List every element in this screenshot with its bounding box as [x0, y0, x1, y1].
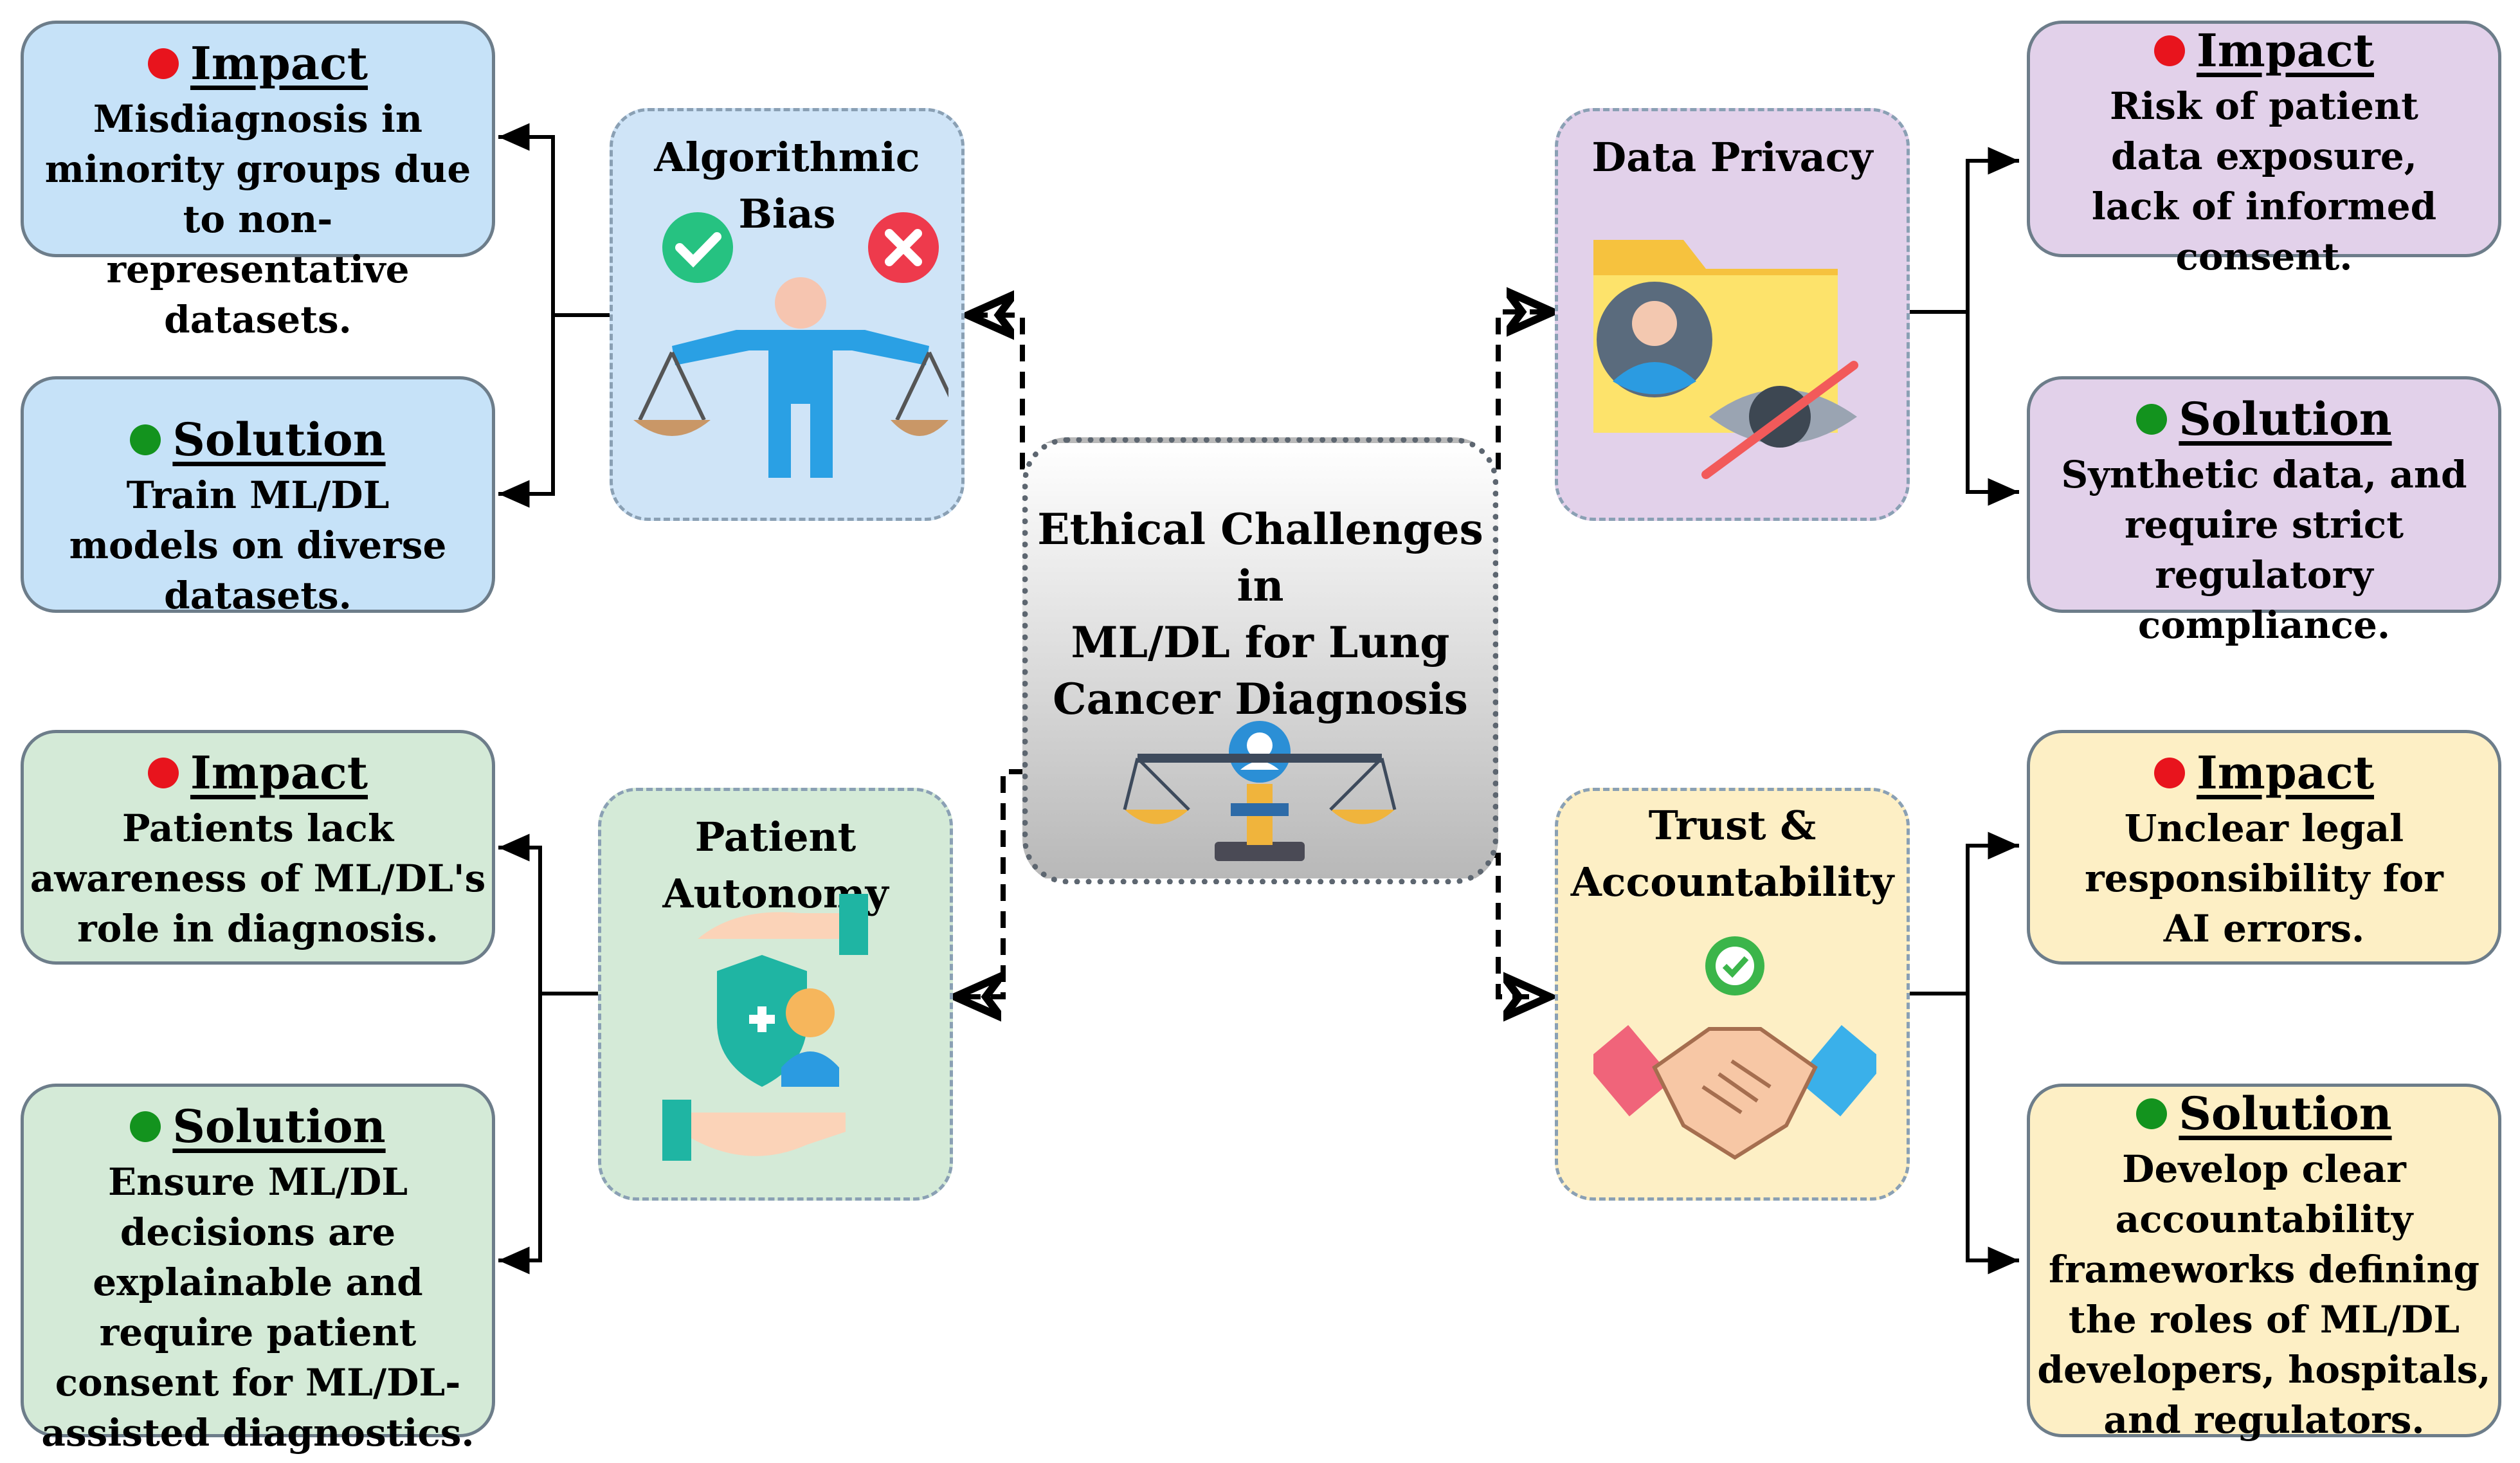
autonomy-solution-box: Solution Ensure ML/DL decisions are expl… — [21, 1084, 495, 1455]
solution-label: Solution — [2179, 392, 2392, 446]
central-topic-node: Ethical Challenges in ML/DL for Lung Can… — [1022, 437, 1498, 884]
algorithmic-bias-node: Algorithmic Bias — [610, 108, 965, 521]
privacy-solution-box: Solution Synthetic data, and require str… — [2027, 376, 2501, 647]
solution-label: Solution — [172, 413, 386, 466]
impact-label: Impact — [190, 37, 368, 90]
dashed-arrow-privacy — [1496, 312, 1553, 469]
autonomy-impact-box: Impact Patients lack awareness of ML/DL'… — [21, 730, 495, 965]
solution-dot-icon — [130, 1111, 161, 1142]
solution-dot-icon — [2136, 403, 2168, 435]
impact-dot-icon — [147, 757, 179, 788]
bias-impact-text: Misdiagnosis in minority groups due to n… — [44, 97, 471, 341]
trust-solution-text: Develop clear accountability frameworks … — [2037, 1147, 2491, 1442]
dashed-arrow-bias — [968, 315, 1025, 469]
trust-accountability-node: Trust & Accountability — [1555, 788, 1910, 1201]
trust-accountability-title: Trust & Accountability — [1570, 802, 1894, 905]
folder-user-icon — [1593, 240, 1858, 479]
impact-label: Impact — [2196, 746, 2375, 799]
handshake-icon — [1593, 936, 1876, 1160]
solution-dot-icon — [2136, 1098, 2168, 1129]
impact-dot-icon — [2153, 757, 2185, 788]
data-privacy-title: Data Privacy — [1591, 134, 1873, 181]
patient-autonomy-node: Patient Autonomy — [598, 788, 953, 1201]
dashed-arrow-autonomy — [955, 769, 1026, 997]
dashed-arrow-trust — [1492, 853, 1550, 997]
central-topic-title: Ethical Challenges in ML/DL for Lung Can… — [1037, 504, 1483, 724]
trust-solution-box: Solution Develop clear accountability fr… — [2027, 1084, 2501, 1442]
trust-impact-box: Impact Unclear legal responsibility for … — [2027, 730, 2501, 965]
privacy-impact-box: Impact Risk of patient data exposure, la… — [2027, 21, 2501, 278]
privacy-solution-text: Synthetic data, and require strict regul… — [2061, 453, 2467, 647]
autonomy-solution-text: Ensure ML/DL decisions are explainable a… — [41, 1160, 475, 1455]
algorithmic-bias-title: Algorithmic Bias — [654, 134, 920, 237]
scales-person-icon — [633, 212, 948, 478]
impact-label: Impact — [190, 746, 368, 799]
shield-person-icon — [662, 894, 868, 1161]
solution-label: Solution — [172, 1100, 386, 1153]
solution-label: Solution — [2179, 1087, 2392, 1140]
autonomy-impact-text: Patients lack awareness of ML/DL's role … — [30, 806, 486, 950]
bias-solution-box: Solution Train ML/DL models on diverse d… — [21, 376, 495, 617]
justice-scale-icon — [1123, 721, 1397, 861]
privacy-impact-text: Risk of patient data exposure, lack of i… — [2091, 84, 2437, 278]
data-privacy-node: Data Privacy — [1555, 108, 1910, 521]
solution-dot-icon — [130, 424, 161, 455]
trust-impact-text: Unclear legal responsibility for AI erro… — [2085, 806, 2443, 950]
bias-impact-box: Impact Misdiagnosis in minority groups d… — [21, 21, 495, 341]
impact-dot-icon — [147, 48, 179, 79]
bias-solution-text: Train ML/DL models on diverse datasets. — [69, 473, 447, 617]
impact-dot-icon — [2153, 35, 2185, 66]
impact-label: Impact — [2196, 24, 2375, 77]
